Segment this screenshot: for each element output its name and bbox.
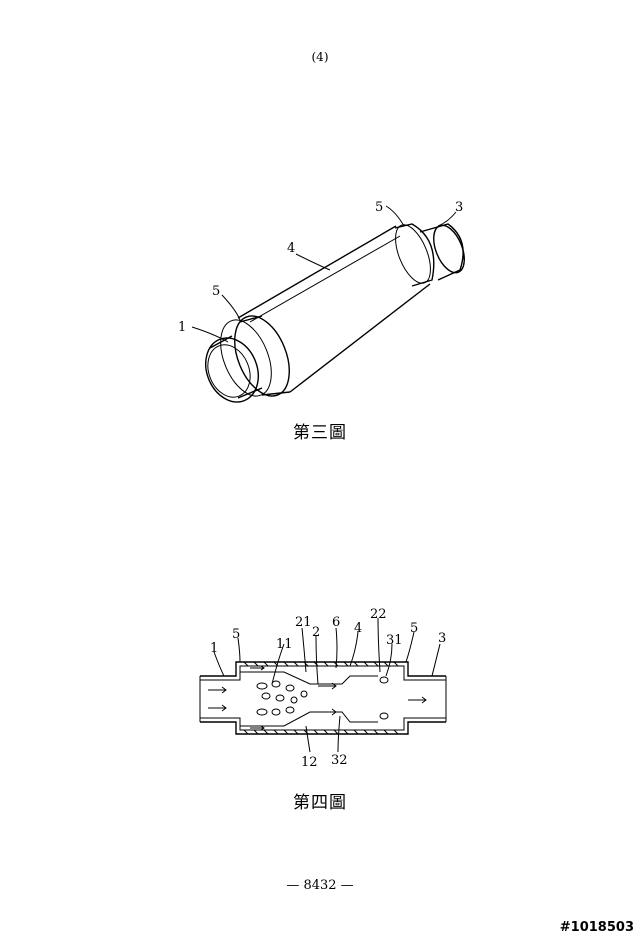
fig4-label-5-left: 5 [232,627,240,642]
fig4-label-6: 6 [332,615,340,630]
figure-3-caption: 第三圖 [293,423,347,443]
fig3-label-5-left: 5 [212,284,220,299]
fig4-label-3: 3 [438,631,446,646]
fig3-label-4: 4 [287,241,295,256]
figure-4-section [199,661,447,735]
fig4-label-5-right: 5 [410,621,418,636]
fig3-label-3: 3 [455,200,463,215]
fig4-label-1: 1 [210,641,218,656]
fig3-label-5-right: 5 [375,200,383,215]
fig4-label-4: 4 [354,621,362,636]
fig3-label-1: 1 [178,320,186,335]
figure-3-tube [205,223,465,403]
page-folio: — 8432 — [286,878,354,893]
document-stamp: #1018503 [559,920,634,935]
fig4-label-2: 2 [312,625,320,640]
fig4-label-22: 22 [370,607,387,622]
fig4-label-12: 12 [301,755,318,770]
fig4-label-32: 32 [331,753,348,768]
fig4-label-31: 31 [386,633,403,648]
figure-4-caption: 第四圖 [293,793,347,813]
page-top-number: (4) [311,50,329,64]
fig4-label-21: 21 [295,615,312,630]
fig4-label-11: 11 [276,637,293,652]
